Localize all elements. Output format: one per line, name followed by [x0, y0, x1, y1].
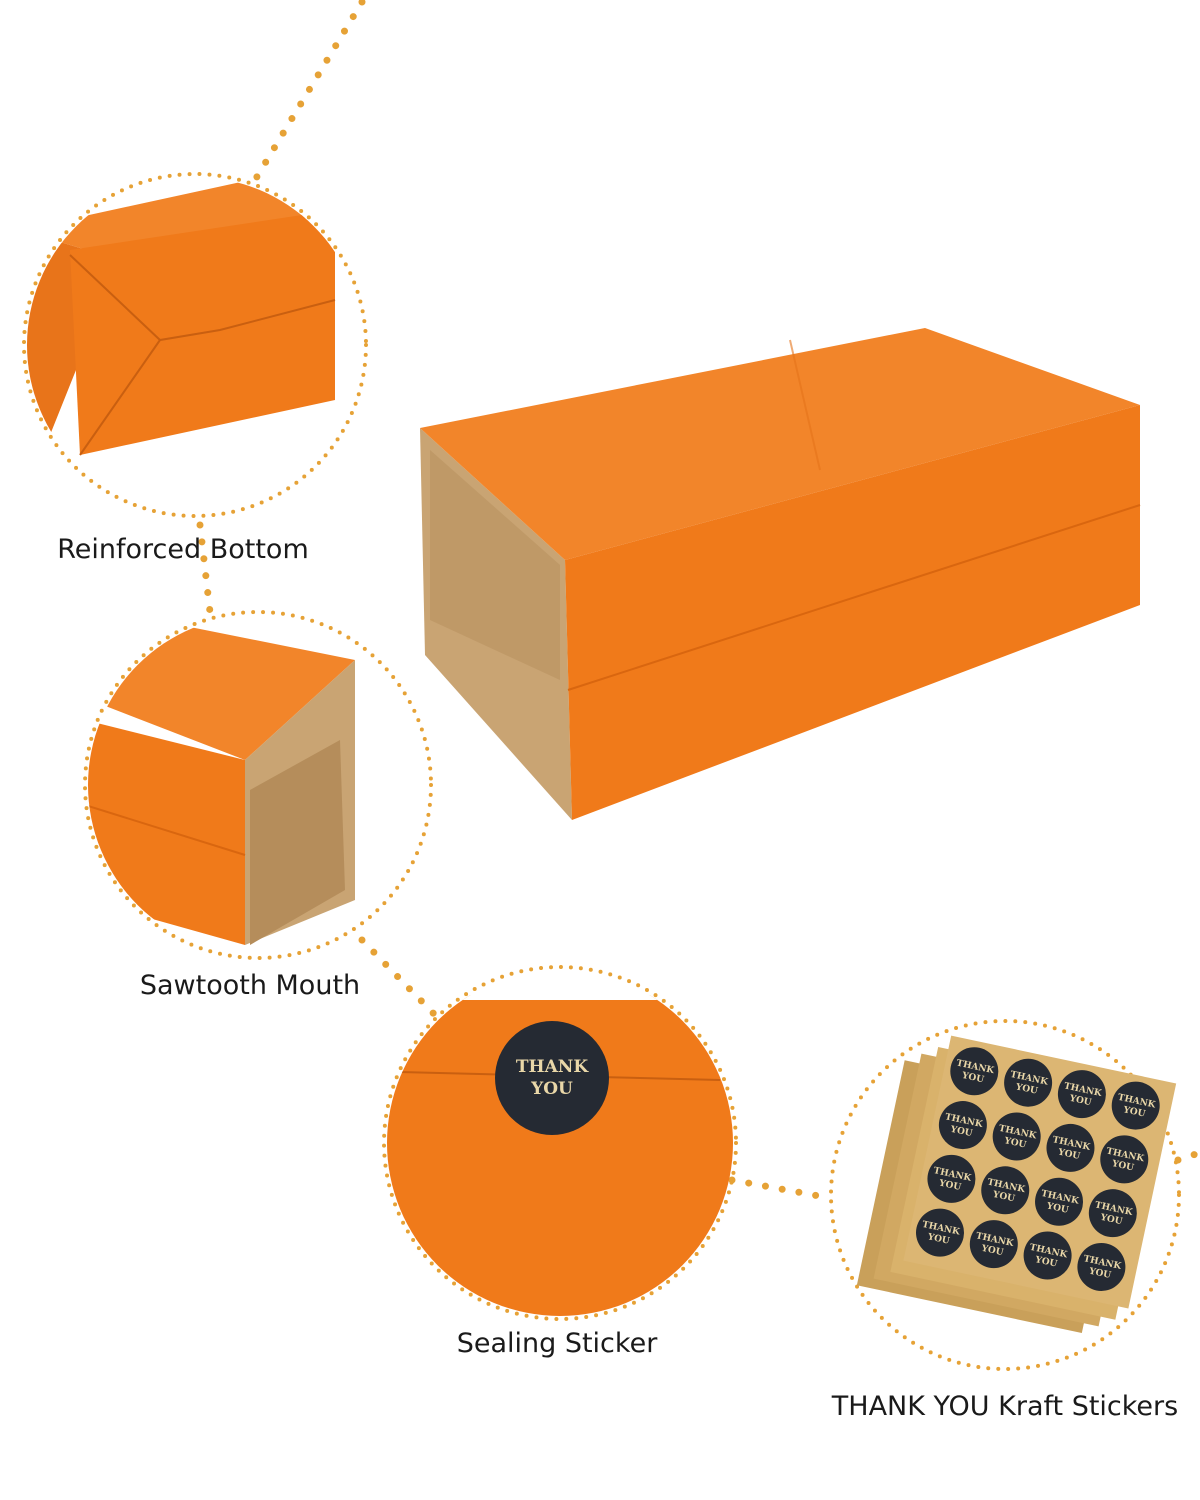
feature-label-kraft-stickers: THANK YOU Kraft Stickers [831, 1391, 1179, 1422]
sticker-dot [1035, 1177, 1084, 1226]
sticker-text: YOU [926, 1232, 951, 1247]
thank-you-sticker [495, 1021, 609, 1135]
sticker-text: YOU [1014, 1082, 1039, 1097]
sticker-dot [992, 1112, 1041, 1161]
sticker-dot [981, 1166, 1030, 1215]
feature-label-sealing-sticker: Sealing Sticker [456, 1328, 658, 1359]
sticker-dot [1004, 1058, 1053, 1107]
sticker-dot [1046, 1123, 1095, 1172]
sawtooth-mouth-image [88, 625, 355, 945]
dotted-connectors [196, 0, 1200, 1202]
feature-label-sawtooth-mouth: Sawtooth Mouth [139, 970, 361, 1001]
sticker-text: YOU [1056, 1147, 1081, 1162]
sticker-dot [916, 1208, 965, 1257]
reinforced-bottom-image [27, 180, 340, 460]
sticker-text: YOU [937, 1178, 962, 1193]
sticker-text: YOU [1099, 1213, 1124, 1228]
sticker-text: YOU [1045, 1201, 1070, 1216]
sticker-dot [1100, 1135, 1149, 1184]
sticker-text: YOU [980, 1244, 1005, 1259]
sticker-dot [969, 1220, 1018, 1269]
sticker-dot [1023, 1231, 1072, 1280]
sticker-dot [1077, 1242, 1126, 1291]
sticker-text: YOU [949, 1125, 974, 1140]
sticker-text: YOU [960, 1071, 985, 1086]
svg-text:THANK: THANK [516, 1057, 589, 1077]
sticker-dot [927, 1154, 976, 1203]
sticker-text: YOU [1110, 1159, 1135, 1174]
svg-text:YOU: YOU [530, 1079, 573, 1099]
main-bag-image [420, 328, 1141, 820]
feature-label-reinforced-bottom: Reinforced Bottom [57, 534, 309, 565]
sticker-text: YOU [1121, 1105, 1146, 1120]
sticker-text: YOU [991, 1190, 1016, 1205]
sticker-dot [1057, 1070, 1106, 1119]
sticker-dot [1111, 1081, 1160, 1130]
sticker-text: YOU [1002, 1136, 1027, 1151]
sticker-text: YOU [1033, 1255, 1058, 1270]
sticker-dot [1088, 1189, 1137, 1238]
sticker-dot [938, 1101, 987, 1150]
sticker-text: YOU [1068, 1094, 1093, 1109]
sticker-dot [950, 1047, 999, 1096]
dotted-circles [22, 172, 1181, 1371]
sticker-text: YOU [1087, 1266, 1112, 1281]
